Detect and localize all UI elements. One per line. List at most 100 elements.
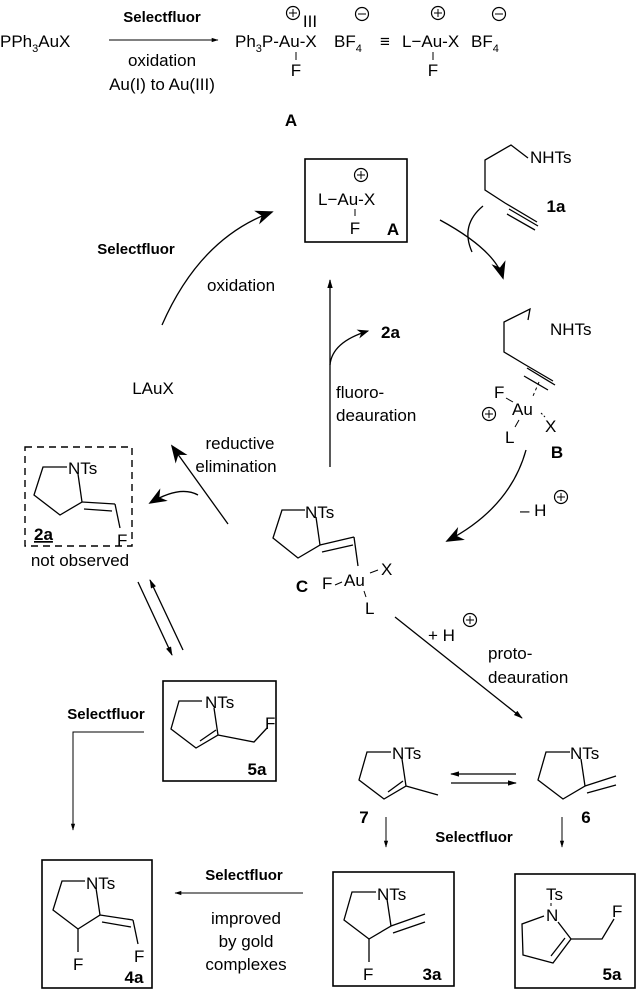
au-x-bond: [369, 569, 379, 574]
exocyclic-double-bond: [319, 536, 355, 546]
compound-5a-bottom-ring: [521, 915, 572, 964]
intermediate-c-au: Au: [344, 571, 365, 590]
compound-3a-box: [332, 871, 455, 987]
compound-2a-label: 2a: [34, 525, 53, 544]
compound-6-nts: NTs: [570, 744, 599, 763]
bottom-condition-line3: complexes: [205, 955, 286, 974]
selectfluor-mid-label: Selectfluor: [435, 829, 513, 846]
arrow-b-to-c: [445, 449, 527, 542]
intermediate-b-l: L: [505, 428, 514, 447]
compound-7: NTs 7: [358, 744, 439, 827]
intermediate-b-f: F: [494, 383, 504, 402]
alkyne-bond: [508, 208, 539, 227]
compound-3a: NTs F 3a: [332, 871, 455, 987]
intermediate-a-label: A: [387, 220, 399, 239]
compound-5a-top-nts: NTs: [205, 693, 234, 712]
compound-5a-bottom-fluoride: F: [612, 902, 622, 921]
f-au-bond: [505, 397, 514, 403]
equilibrium-arrow-down: [137, 581, 173, 656]
au-l-bond: [514, 419, 520, 428]
exocyclic-double-bond: [83, 508, 113, 512]
alkyne-bond: [526, 367, 556, 386]
oxidation-state-iii: III: [303, 12, 317, 31]
vinyl-au-bond: [353, 536, 359, 567]
plus-sign: [485, 410, 493, 418]
compound-2a-ring: [33, 466, 83, 516]
arrow-reductive-elimination-to-2a: [148, 488, 199, 504]
intermediate-b-chain: [503, 307, 554, 382]
compound-5a-bottom: Ts N F 5a: [514, 873, 636, 989]
compound-2a-note: not observed: [31, 551, 129, 570]
compound-5a-bottom-ts: Ts: [546, 885, 563, 904]
gold-species-lauX: LAuX: [132, 379, 174, 398]
methyl-bond: [405, 785, 439, 796]
substrate-entry-curve: [467, 205, 484, 253]
fluorodeauration-product-2a: 2a: [381, 323, 400, 342]
exocyclic-double-bond: [99, 914, 134, 921]
protodeauration-line1: proto-: [488, 644, 532, 663]
plus-sign: [466, 616, 474, 624]
compound-2a-dashed-box: [24, 446, 133, 547]
compound-6: NTs 6: [537, 744, 617, 827]
exocyclic-double-bond: [584, 775, 617, 787]
compound-6-ring: [537, 751, 586, 800]
equivalence-symbol: ≡: [380, 32, 390, 51]
intermediate-c-label: C: [296, 577, 308, 596]
arrow-a-to-b: [439, 219, 506, 280]
header-reaction: PPh3AuX Selectfluor oxidation Au(I) to A…: [0, 5, 507, 130]
compound-4a-label: 4a: [125, 968, 144, 987]
compound-4a-box: [41, 859, 153, 989]
oxidation-label: oxidation: [207, 276, 275, 295]
oxidation-reagent-selectfluor: Selectfluor: [97, 241, 175, 258]
compound-4a-ring: [52, 880, 101, 930]
plus-sign: [434, 9, 442, 17]
intermediate-b-x: X: [545, 417, 556, 436]
intermediate-b: NHTs F Au X L B: [481, 307, 592, 462]
exocyclic-double-bond: [390, 913, 426, 927]
alkyne-bond: [523, 375, 549, 391]
exocyclic-double-bond: [321, 544, 354, 553]
compound-7-nts: NTs: [392, 744, 421, 763]
exocyclic-double-bond: [586, 784, 617, 794]
intermediate-a: L−Au-X F A: [304, 158, 408, 243]
intermediate-c-nts: NTs: [305, 503, 334, 522]
intermediate-c-x: X: [381, 560, 392, 579]
compound-2a-nts: NTs: [68, 459, 97, 478]
exocyclic-double-bond: [81, 501, 116, 505]
compound-5a-bottom-n: N: [546, 906, 558, 925]
ring-double-bond: [387, 780, 404, 793]
counterion-bf4-left: BF4: [334, 32, 362, 55]
header-fluoride-right: F: [428, 61, 438, 80]
plus-sign: [289, 9, 297, 17]
product-l-au-x: L−Au-X: [402, 32, 459, 51]
fluorodeauration-line1: fluoro-: [336, 383, 384, 402]
selectfluor-bottom-label: Selectfluor: [205, 867, 283, 884]
vinyl-f-bond: [132, 919, 139, 945]
compound-6-label: 6: [581, 808, 590, 827]
intermediate-c-ring: [272, 509, 321, 559]
alkyne-bond: [506, 213, 536, 231]
compound-5a-bottom-label: 5a: [603, 965, 622, 984]
ch2f-bond: [571, 918, 615, 940]
vinyl-f-bond: [114, 503, 121, 529]
arrow-5a-to-4a: [70, 731, 144, 831]
substrate-1a: NHTs 1a: [484, 144, 572, 231]
exocyclic-double-bond: [392, 921, 426, 934]
compound-3a-fluoride: F: [363, 965, 373, 984]
fluorodeauration-line2: deauration: [336, 406, 416, 425]
arrow-oxidation: [161, 210, 274, 326]
compound-7-label: 7: [359, 808, 368, 827]
compound-5a-bottom-box: [514, 873, 636, 989]
intermediate-c: NTs F Au X L C: [272, 503, 392, 618]
deprotonation-label: – H: [520, 501, 546, 520]
au-l-bond: [363, 590, 367, 598]
intermediate-a-box: [304, 158, 408, 243]
compound-5a-top-fluoride: F: [265, 714, 275, 733]
exocyclic-double-bond: [101, 921, 132, 928]
intermediate-c-f: F: [322, 574, 332, 593]
compound-5a-top-label: 5a: [248, 760, 267, 779]
pi-coordination-bond: [532, 381, 540, 397]
ch2f-bond: [217, 727, 268, 743]
header-condition-oxidation: oxidation: [128, 51, 196, 70]
